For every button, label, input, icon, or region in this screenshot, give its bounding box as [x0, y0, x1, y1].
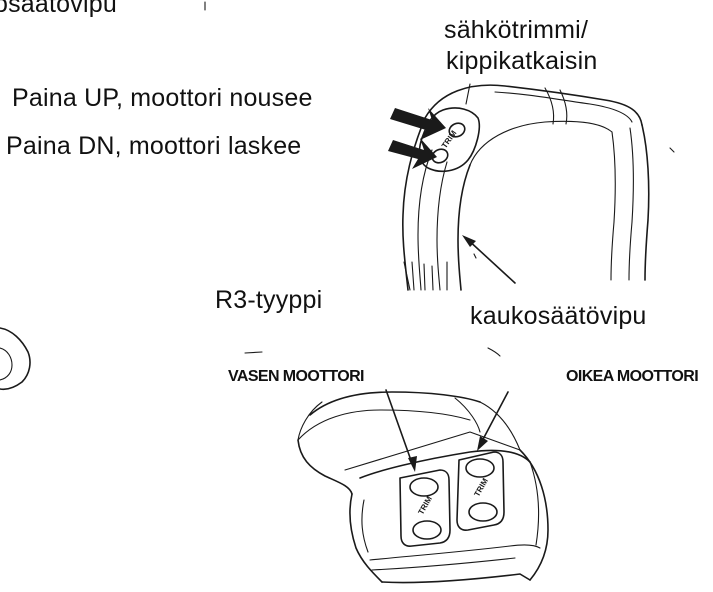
left-partial-object	[0, 327, 31, 391]
label-tilt-switch: kippikatkaisin	[446, 47, 598, 75]
r3-twin-lever: TRIM TRIM	[244, 347, 549, 584]
trim-text-right: TRIM	[472, 476, 490, 498]
label-electric-trim: sähkötrimmi/	[444, 16, 589, 44]
label-left-engine: VASEN MOOTTORI	[228, 368, 365, 385]
upper-remote-lever: TRIM	[402, 84, 650, 291]
label-remote-lever: kaukosäätövipu	[470, 302, 647, 330]
label-top-left-fragment: osäätövipu	[0, 0, 117, 18]
trim-text-left: TRIM	[416, 494, 434, 516]
stray-mark	[669, 147, 675, 153]
label-right-engine: OIKEA MOOTTORI	[566, 368, 699, 385]
label-press-up: Paina UP, moottori nousee	[12, 84, 313, 112]
label-press-dn: Paina DN, moottori laskee	[6, 132, 302, 160]
bold-arrows	[388, 108, 446, 169]
trim-text-upper: TRIM	[440, 129, 459, 150]
label-r3-type: R3-tyyppi	[215, 286, 323, 314]
